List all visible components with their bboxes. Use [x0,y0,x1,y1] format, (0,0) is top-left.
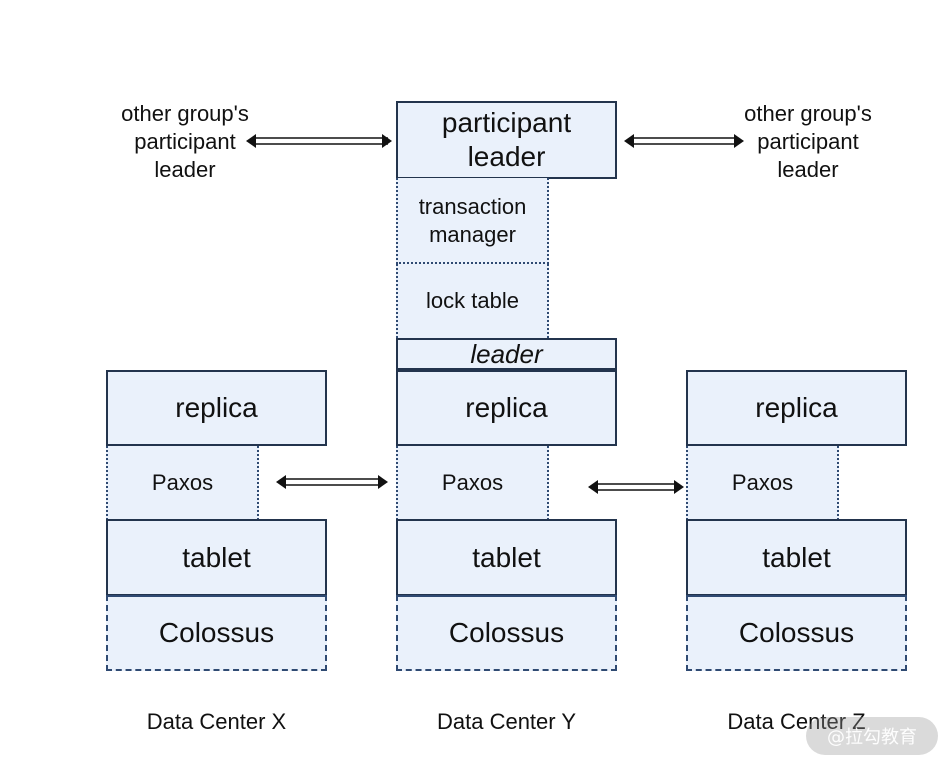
lock-table-box: lock table [396,264,549,338]
paxos-box-x: Paxos [106,446,259,520]
left-external-leader: other group's participant leader [100,100,270,184]
left-external-line1: other group's [121,101,249,126]
arrow-paxos-x-y [276,475,388,489]
right-external-leader: other group's participant leader [723,100,893,184]
participant-leader-line1: participant [441,107,572,138]
replica-label-z: replica [755,392,838,423]
replica-box-y: replica [396,370,617,446]
colossus-box-y: Colossus [396,595,617,671]
tablet-label-y: tablet [472,541,541,573]
watermark-badge: @拉勾教育 [806,717,938,755]
arrow-paxos-y-z [588,480,684,494]
paxos-label-y: Paxos [441,470,504,495]
transaction-manager-line2: manager [429,222,516,247]
tablet-box-y: tablet [396,519,617,596]
transaction-lock-divider [396,262,549,264]
transaction-manager-box: transaction manager [396,178,549,264]
left-external-line2: participant [134,129,236,154]
watermark-text: @拉勾教育 [827,727,917,748]
data-center-y-label: Data Center Y [396,708,617,736]
data-center-x-text: Data Center X [146,709,287,734]
replica-box-z: replica [686,370,907,446]
colossus-box-x: Colossus [106,595,327,671]
data-center-x-label: Data Center X [106,708,327,736]
arrow-right-external [624,134,744,148]
colossus-label-y: Colossus [448,617,565,648]
replica-label-x: replica [175,392,258,423]
participant-leader-line2: leader [467,141,546,172]
paxos-label-x: Paxos [151,470,214,495]
replica-box-x: replica [106,370,327,446]
paxos-label-z: Paxos [731,470,794,495]
right-external-line2: participant [757,129,859,154]
right-external-line3: leader [777,157,839,182]
paxos-box-y: Paxos [396,446,549,520]
colossus-label-x: Colossus [158,617,275,648]
data-center-z-text: Data Center Z [727,709,866,734]
tablet-label-z: tablet [762,541,831,573]
leader-label: leader [470,338,543,369]
data-center-y-text: Data Center Y [436,709,576,734]
tablet-box-z: tablet [686,519,907,596]
paxos-box-z: Paxos [686,446,839,520]
lock-table-label: lock table [426,288,519,313]
tablet-label-x: tablet [182,541,251,573]
left-external-line3: leader [154,157,216,182]
arrow-left-external [246,134,392,148]
data-center-z-label: Data Center Z [686,708,907,736]
colossus-box-z: Colossus [686,595,907,671]
colossus-label-z: Colossus [738,617,855,648]
transaction-manager-line1: transaction [418,194,527,219]
right-external-line1: other group's [744,101,872,126]
leader-label-box: leader [396,338,617,370]
replica-label-y: replica [465,392,548,423]
